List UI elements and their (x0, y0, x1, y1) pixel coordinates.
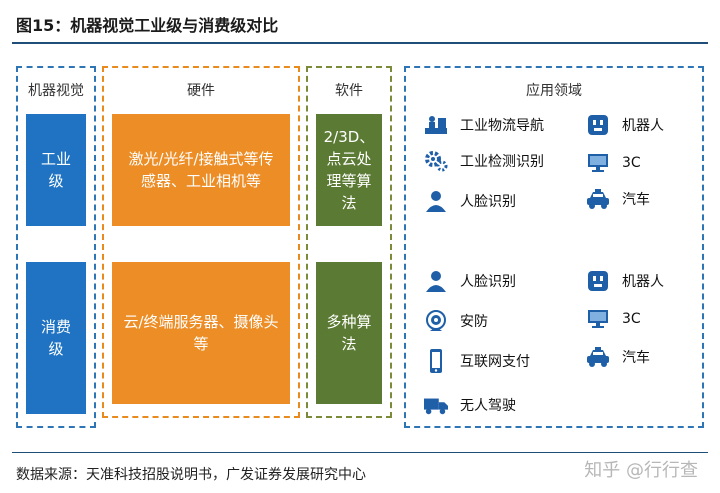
monitor-icon (586, 152, 610, 174)
app-internet-payment: 互联网支付 (424, 349, 530, 373)
monitor-icon (586, 308, 610, 330)
app-security: 安防 (424, 310, 488, 332)
applications-column: 应用领域 工业物流导航 工业检测识别 人脸识别 机器人 3C 汽车 (404, 66, 704, 428)
app-automotive-industrial: 汽车 (586, 188, 650, 210)
app-3c-consumer: 3C (586, 308, 641, 330)
app-face-recognition-consumer: 人脸识别 (424, 270, 516, 292)
source-note: 数据来源：天准科技招股说明书，广发证券发展研究中心 (16, 467, 366, 483)
applications-column-label: 应用领域 (526, 83, 582, 99)
industrial-hardware-block: 激光/光纤/接触式等传感器、工业相机等 (112, 114, 290, 226)
robot-icon (586, 270, 610, 292)
app-industrial-inspection: 工业检测识别 (424, 150, 544, 172)
consumer-vision-block: 消费级 (26, 262, 86, 414)
software-column-label: 软件 (335, 83, 363, 99)
consumer-software-block: 多种算法 (316, 262, 382, 404)
gears-icon (424, 150, 448, 172)
hardware-column: 硬件 激光/光纤/接触式等传感器、工业相机等 云/终端服务器、摄像头等 (102, 66, 300, 418)
robot-icon (586, 114, 610, 136)
app-automotive-consumer: 汽车 (586, 346, 650, 368)
smartphone-icon (424, 349, 448, 373)
title-rule (12, 42, 708, 44)
figure-title: 图15：机器视觉工业级与消费级对比 (16, 16, 279, 35)
watermark: 知乎 @行行查 (584, 460, 698, 481)
person-icon (424, 270, 448, 292)
vision-column: 机器视觉 工业级 消费级 (16, 66, 96, 428)
app-face-recognition-industrial: 人脸识别 (424, 190, 516, 212)
industrial-vision-block: 工业级 (26, 114, 86, 226)
person-icon (424, 190, 448, 212)
footer-rule (12, 452, 708, 453)
app-autonomous-driving: 无人驾驶 (424, 394, 516, 416)
warehouse-worker-icon (424, 114, 448, 136)
app-logistics-navigation: 工业物流导航 (424, 114, 544, 136)
industrial-software-block: 2/3D、点云处理等算法 (316, 114, 382, 226)
truck-icon (424, 394, 448, 416)
vision-column-label: 机器视觉 (28, 83, 84, 99)
software-column: 软件 2/3D、点云处理等算法 多种算法 (306, 66, 392, 418)
app-3c-industrial: 3C (586, 152, 641, 174)
app-robot-consumer: 机器人 (586, 270, 664, 292)
taxi-icon (586, 346, 610, 368)
consumer-hardware-block: 云/终端服务器、摄像头等 (112, 262, 290, 404)
hardware-column-label: 硬件 (187, 83, 215, 99)
taxi-icon (586, 188, 610, 210)
security-camera-icon (424, 310, 448, 332)
app-robot-industrial: 机器人 (586, 114, 664, 136)
